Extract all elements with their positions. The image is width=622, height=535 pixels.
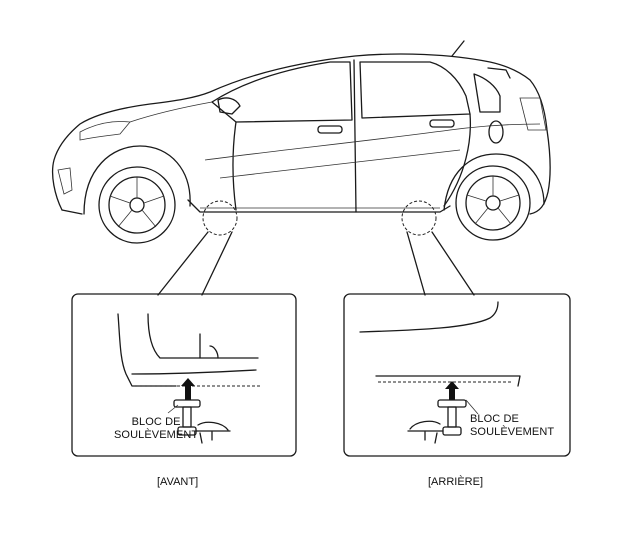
rear-leader-left xyxy=(406,231,426,296)
rear-wheel-arch xyxy=(443,153,545,211)
rear-label-pointer xyxy=(465,399,479,415)
front-lift-arrow-icon xyxy=(181,378,195,400)
door-split xyxy=(353,59,357,213)
quarter-window xyxy=(473,73,501,113)
car-side-view xyxy=(51,40,551,244)
front-label-line1: BLOC DE xyxy=(131,416,181,428)
rear-window xyxy=(359,61,471,119)
front-label-line2: SOULÈVEMENT xyxy=(114,429,199,441)
rear-door-handle xyxy=(429,119,455,128)
rear-lift-arrow-icon xyxy=(445,381,459,400)
rear-label-line2: SOULÈVEMENT xyxy=(470,426,555,438)
side-mirror xyxy=(217,97,241,115)
front-lift-point-marker xyxy=(202,200,238,236)
car-body-outline xyxy=(51,53,551,215)
rear-lift-point-marker xyxy=(401,200,437,236)
rear-lift-block xyxy=(407,381,467,444)
rear-lift-block-label: BLOC DE SOULÈVEMENT xyxy=(470,413,554,439)
front-door-edge xyxy=(232,121,237,211)
rear-label-line1: BLOC DE xyxy=(470,413,519,425)
rear-wheel xyxy=(455,165,531,241)
headlamp xyxy=(79,121,131,141)
front-leader-left xyxy=(157,231,209,296)
front-door-handle xyxy=(317,125,343,134)
front-wheel-arch xyxy=(83,145,191,215)
front-leader-right xyxy=(201,231,233,296)
front-caption: [AVANT] xyxy=(157,476,199,488)
front-label-pointer xyxy=(167,404,179,414)
car-sill xyxy=(187,199,451,213)
front-wheel xyxy=(98,166,176,244)
rear-leader-right xyxy=(431,231,475,296)
rear-door-edge xyxy=(443,113,472,207)
front-lift-block xyxy=(173,378,231,444)
front-detail-panel xyxy=(71,293,297,457)
car-antenna xyxy=(451,40,465,57)
tail-lamp xyxy=(519,97,547,131)
front-lift-block-label: BLOC DE SOULÈVEMENT xyxy=(114,416,198,442)
fuel-cap xyxy=(488,120,504,144)
rear-detail-panel xyxy=(343,293,571,457)
rear-caption: [ARRIÈRE] xyxy=(428,476,484,488)
front-window xyxy=(211,61,353,123)
front-fog-lamp xyxy=(57,167,73,195)
